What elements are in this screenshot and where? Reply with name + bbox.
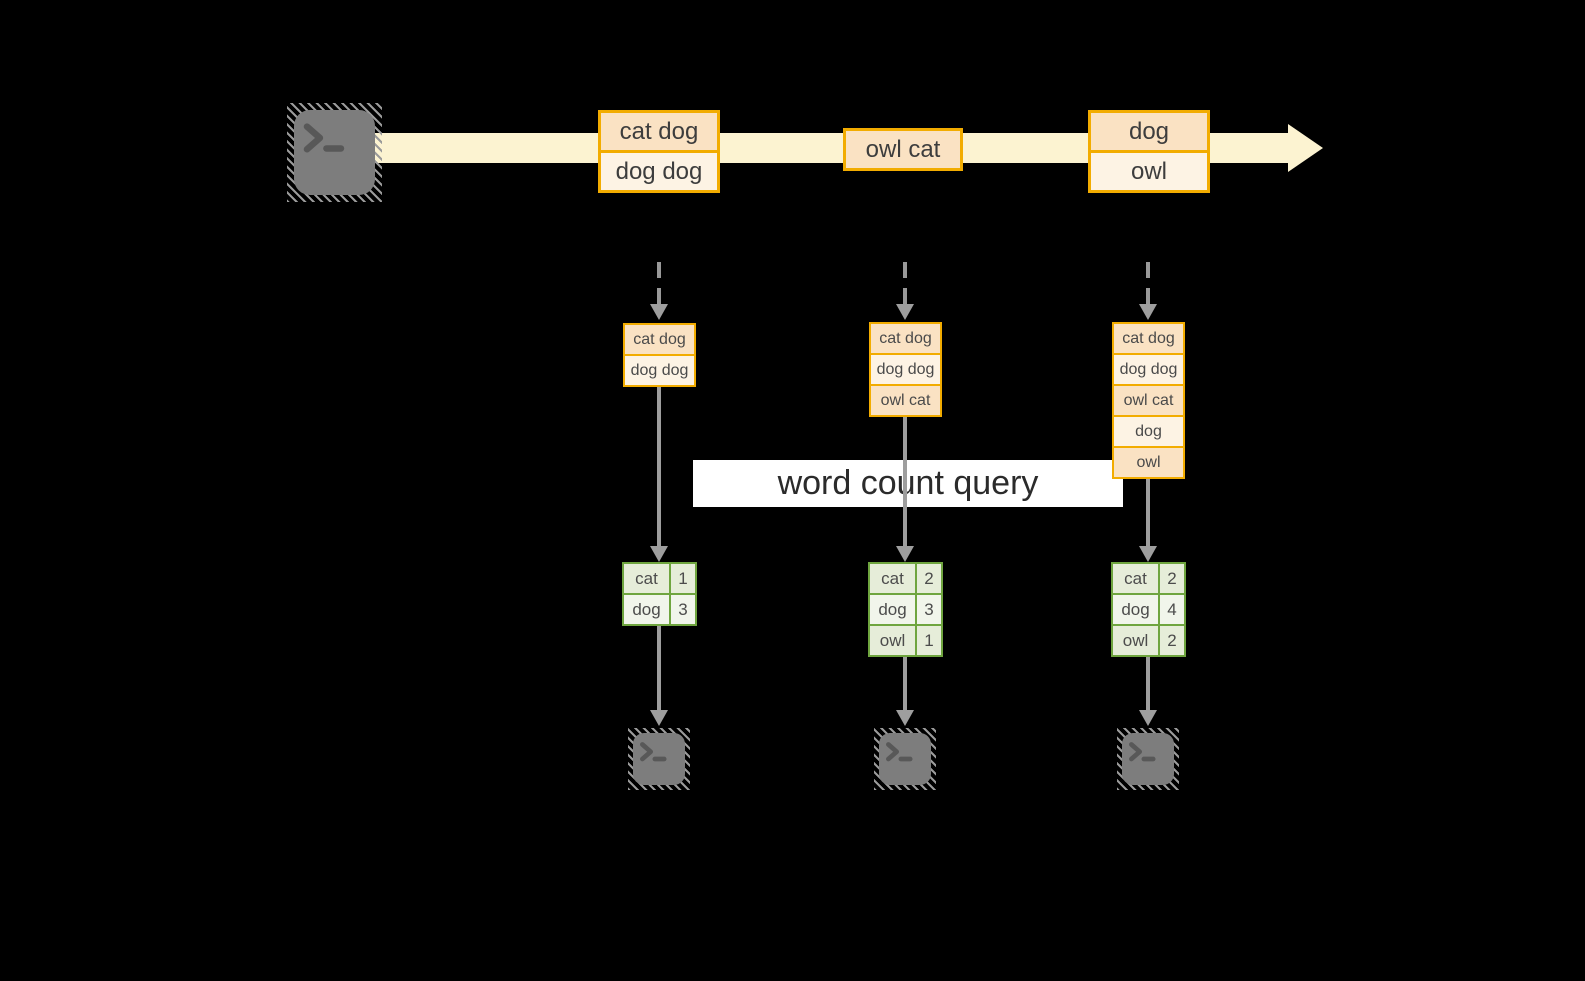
ingest-arrow-2 (896, 262, 914, 320)
arrowhead-icon (650, 304, 668, 320)
stream-record: owl (1091, 153, 1207, 190)
arrowhead-icon (896, 546, 914, 562)
table-row: cat 2 (1113, 564, 1184, 593)
count-cell: 2 (917, 564, 941, 593)
prompt-glyph-icon (640, 742, 667, 762)
buffer-stack-3: cat dog dog dog owl cat dog owl (1112, 322, 1185, 479)
count-cell: 4 (1160, 595, 1184, 624)
buffered-record: dog dog (1114, 355, 1183, 384)
stream-arrowhead-icon (1288, 124, 1323, 172)
query-banner: word count query (693, 460, 1123, 507)
table-row: dog 3 (624, 595, 695, 624)
sink-terminal-icon-1 (628, 728, 690, 790)
terminal-body (294, 110, 375, 195)
stream-event-box-1: cat dog dog dog (598, 110, 720, 193)
word-cell: dog (1113, 595, 1158, 624)
prompt-glyph-icon (303, 123, 345, 153)
word-cell: dog (870, 595, 915, 624)
output-arrow-2 (896, 657, 914, 726)
sink-terminal-icon-3 (1117, 728, 1179, 790)
word-cell: cat (624, 564, 669, 593)
terminal-body (879, 733, 931, 785)
word-cell: owl (1113, 626, 1158, 655)
stream-record: dog (1091, 113, 1207, 150)
buffered-record: dog dog (625, 356, 694, 385)
count-cell: 3 (671, 595, 695, 624)
buffered-record: cat dog (625, 325, 694, 354)
buffered-record: dog (1114, 417, 1183, 446)
arrowhead-icon (650, 546, 668, 562)
count-table-1: cat 1 dog 3 (622, 562, 697, 626)
count-cell: 2 (1160, 626, 1184, 655)
terminal-body (1122, 733, 1174, 785)
word-cell: cat (1113, 564, 1158, 593)
count-cell: 2 (1160, 564, 1184, 593)
buffer-stack-1: cat dog dog dog (623, 323, 696, 387)
buffered-record: owl cat (1114, 386, 1183, 415)
output-arrow-1 (650, 626, 668, 726)
table-row: owl 2 (1113, 626, 1184, 655)
terminal-body (633, 733, 685, 785)
word-cell: owl (870, 626, 915, 655)
table-row: dog 3 (870, 595, 941, 624)
source-terminal-icon (287, 103, 382, 202)
buffer-stack-2: cat dog dog dog owl cat (869, 322, 942, 417)
word-cell: dog (624, 595, 669, 624)
count-cell: 1 (671, 564, 695, 593)
ingest-arrow-1 (650, 262, 668, 320)
count-table-2: cat 2 dog 3 owl 1 (868, 562, 943, 657)
arrowhead-icon (1139, 710, 1157, 726)
query-arrow-3 (1139, 479, 1157, 562)
word-cell: cat (870, 564, 915, 593)
output-arrow-3 (1139, 657, 1157, 726)
prompt-glyph-icon (886, 742, 913, 762)
buffered-record: owl (1114, 448, 1183, 477)
stream-event-box-2: owl cat (843, 128, 963, 171)
buffered-record: cat dog (1114, 324, 1183, 353)
arrowhead-icon (896, 710, 914, 726)
count-cell: 1 (917, 626, 941, 655)
count-cell: 3 (917, 595, 941, 624)
buffered-record: owl cat (871, 386, 940, 415)
arrowhead-icon (1139, 304, 1157, 320)
buffered-record: dog dog (871, 355, 940, 384)
query-banner-label: word count query (777, 464, 1039, 502)
table-row: cat 2 (870, 564, 941, 593)
stream-record: owl cat (846, 131, 960, 168)
stream-event-box-3: dog owl (1088, 110, 1210, 193)
query-arrow-1 (650, 387, 668, 562)
prompt-glyph-icon (1129, 742, 1156, 762)
ingest-arrow-3 (1139, 262, 1157, 320)
table-row: cat 1 (624, 564, 695, 593)
table-row: dog 4 (1113, 595, 1184, 624)
arrowhead-icon (650, 710, 668, 726)
arrowhead-icon (896, 304, 914, 320)
arrowhead-icon (1139, 546, 1157, 562)
query-arrow-2 (896, 417, 914, 562)
buffered-record: cat dog (871, 324, 940, 353)
stream-record: dog dog (601, 153, 717, 190)
count-table-3: cat 2 dog 4 owl 2 (1111, 562, 1186, 657)
sink-terminal-icon-2 (874, 728, 936, 790)
stream-record: cat dog (601, 113, 717, 150)
table-row: owl 1 (870, 626, 941, 655)
